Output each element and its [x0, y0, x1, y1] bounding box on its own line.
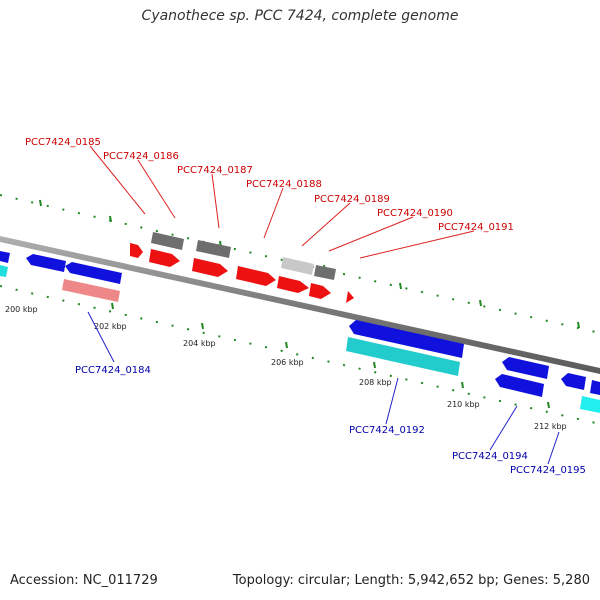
tick-label: 212 kbp	[534, 422, 567, 431]
map-title: Cyanothece sp. PCC 7424, complete genome	[141, 8, 459, 24]
gene-label-0189[interactable]: PCC7424_0189	[314, 194, 390, 205]
gene-label-0185[interactable]: PCC7424_0185	[25, 137, 101, 148]
red-gene-labels: PCC7424_0185 PCC7424_0186 PCC7424_0187 P…	[25, 137, 514, 233]
gene-label-0194[interactable]: PCC7424_0194	[452, 451, 528, 462]
tick-label: 206 kbp	[271, 358, 304, 367]
upper-tick-track	[0, 194, 600, 334]
lower-tick-track	[0, 285, 600, 425]
gene-box-gray[interactable]	[314, 265, 336, 280]
gene-box-cyan[interactable]	[580, 396, 600, 413]
red-leader-lines	[89, 145, 475, 259]
gene-arrow[interactable]	[192, 258, 228, 277]
forward-genes	[130, 232, 354, 303]
gene-box-pink[interactable]	[62, 279, 120, 302]
tick-label: 210 kbp	[447, 400, 480, 409]
gene-box-gray[interactable]	[196, 240, 231, 258]
gene-box-cyan[interactable]	[0, 265, 8, 277]
gene-label-0192[interactable]: PCC7424_0192	[349, 425, 425, 436]
blue-gene-labels: PCC7424_0184 PCC7424_0192 PCC7424_0194 P…	[75, 365, 586, 476]
gene-arrow[interactable]	[277, 276, 309, 293]
genome-summary-text: Topology: circular; Length: 5,942,652 bp…	[232, 573, 590, 588]
tick-label: 204 kbp	[183, 339, 216, 348]
gene-label-0184[interactable]: PCC7424_0184	[75, 365, 151, 376]
gene-arrow-left[interactable]	[561, 373, 586, 390]
gene-arrow-left[interactable]	[590, 380, 600, 395]
gene-arrow[interactable]	[309, 283, 331, 299]
genome-backbone	[0, 236, 600, 374]
gene-arrow[interactable]	[149, 249, 180, 267]
reverse-genes	[0, 251, 600, 413]
gene-box-gray[interactable]	[151, 232, 184, 250]
gene-box-lightgray[interactable]	[281, 257, 314, 275]
gene-box-cyan[interactable]	[346, 337, 460, 376]
gene-arrow-left[interactable]	[349, 320, 464, 358]
ruler-labels: 200 kbp 202 kbp 204 kbp 206 kbp 208 kbp …	[5, 305, 567, 431]
gene-arrow-left[interactable]	[495, 374, 544, 397]
gene-arrow-left[interactable]	[26, 254, 66, 272]
tick-label: 200 kbp	[5, 305, 38, 314]
gene-arrow-left[interactable]	[502, 357, 549, 379]
gene-label-0186[interactable]: PCC7424_0186	[103, 151, 179, 162]
tick-label: 202 kbp	[94, 322, 127, 331]
blue-leader-lines	[87, 311, 560, 465]
gene-arrow-left[interactable]	[65, 262, 122, 284]
gene-arrow[interactable]	[236, 266, 276, 286]
gene-label-0187[interactable]: PCC7424_0187	[177, 165, 253, 176]
gene-arrow-left[interactable]	[0, 251, 10, 263]
gene-label-0191[interactable]: PCC7424_0191	[438, 222, 514, 233]
tick-label: 208 kbp	[359, 378, 392, 387]
gene-label-0190[interactable]: PCC7424_0190	[377, 208, 453, 219]
gene-label-0188[interactable]: PCC7424_0188	[246, 179, 322, 190]
accession-text: Accession: NC_011729	[10, 573, 158, 588]
gene-label-0195[interactable]: PCC7424_0195	[510, 465, 586, 476]
gene-arrow[interactable]	[130, 243, 143, 258]
gene-arrow[interactable]	[346, 291, 354, 303]
